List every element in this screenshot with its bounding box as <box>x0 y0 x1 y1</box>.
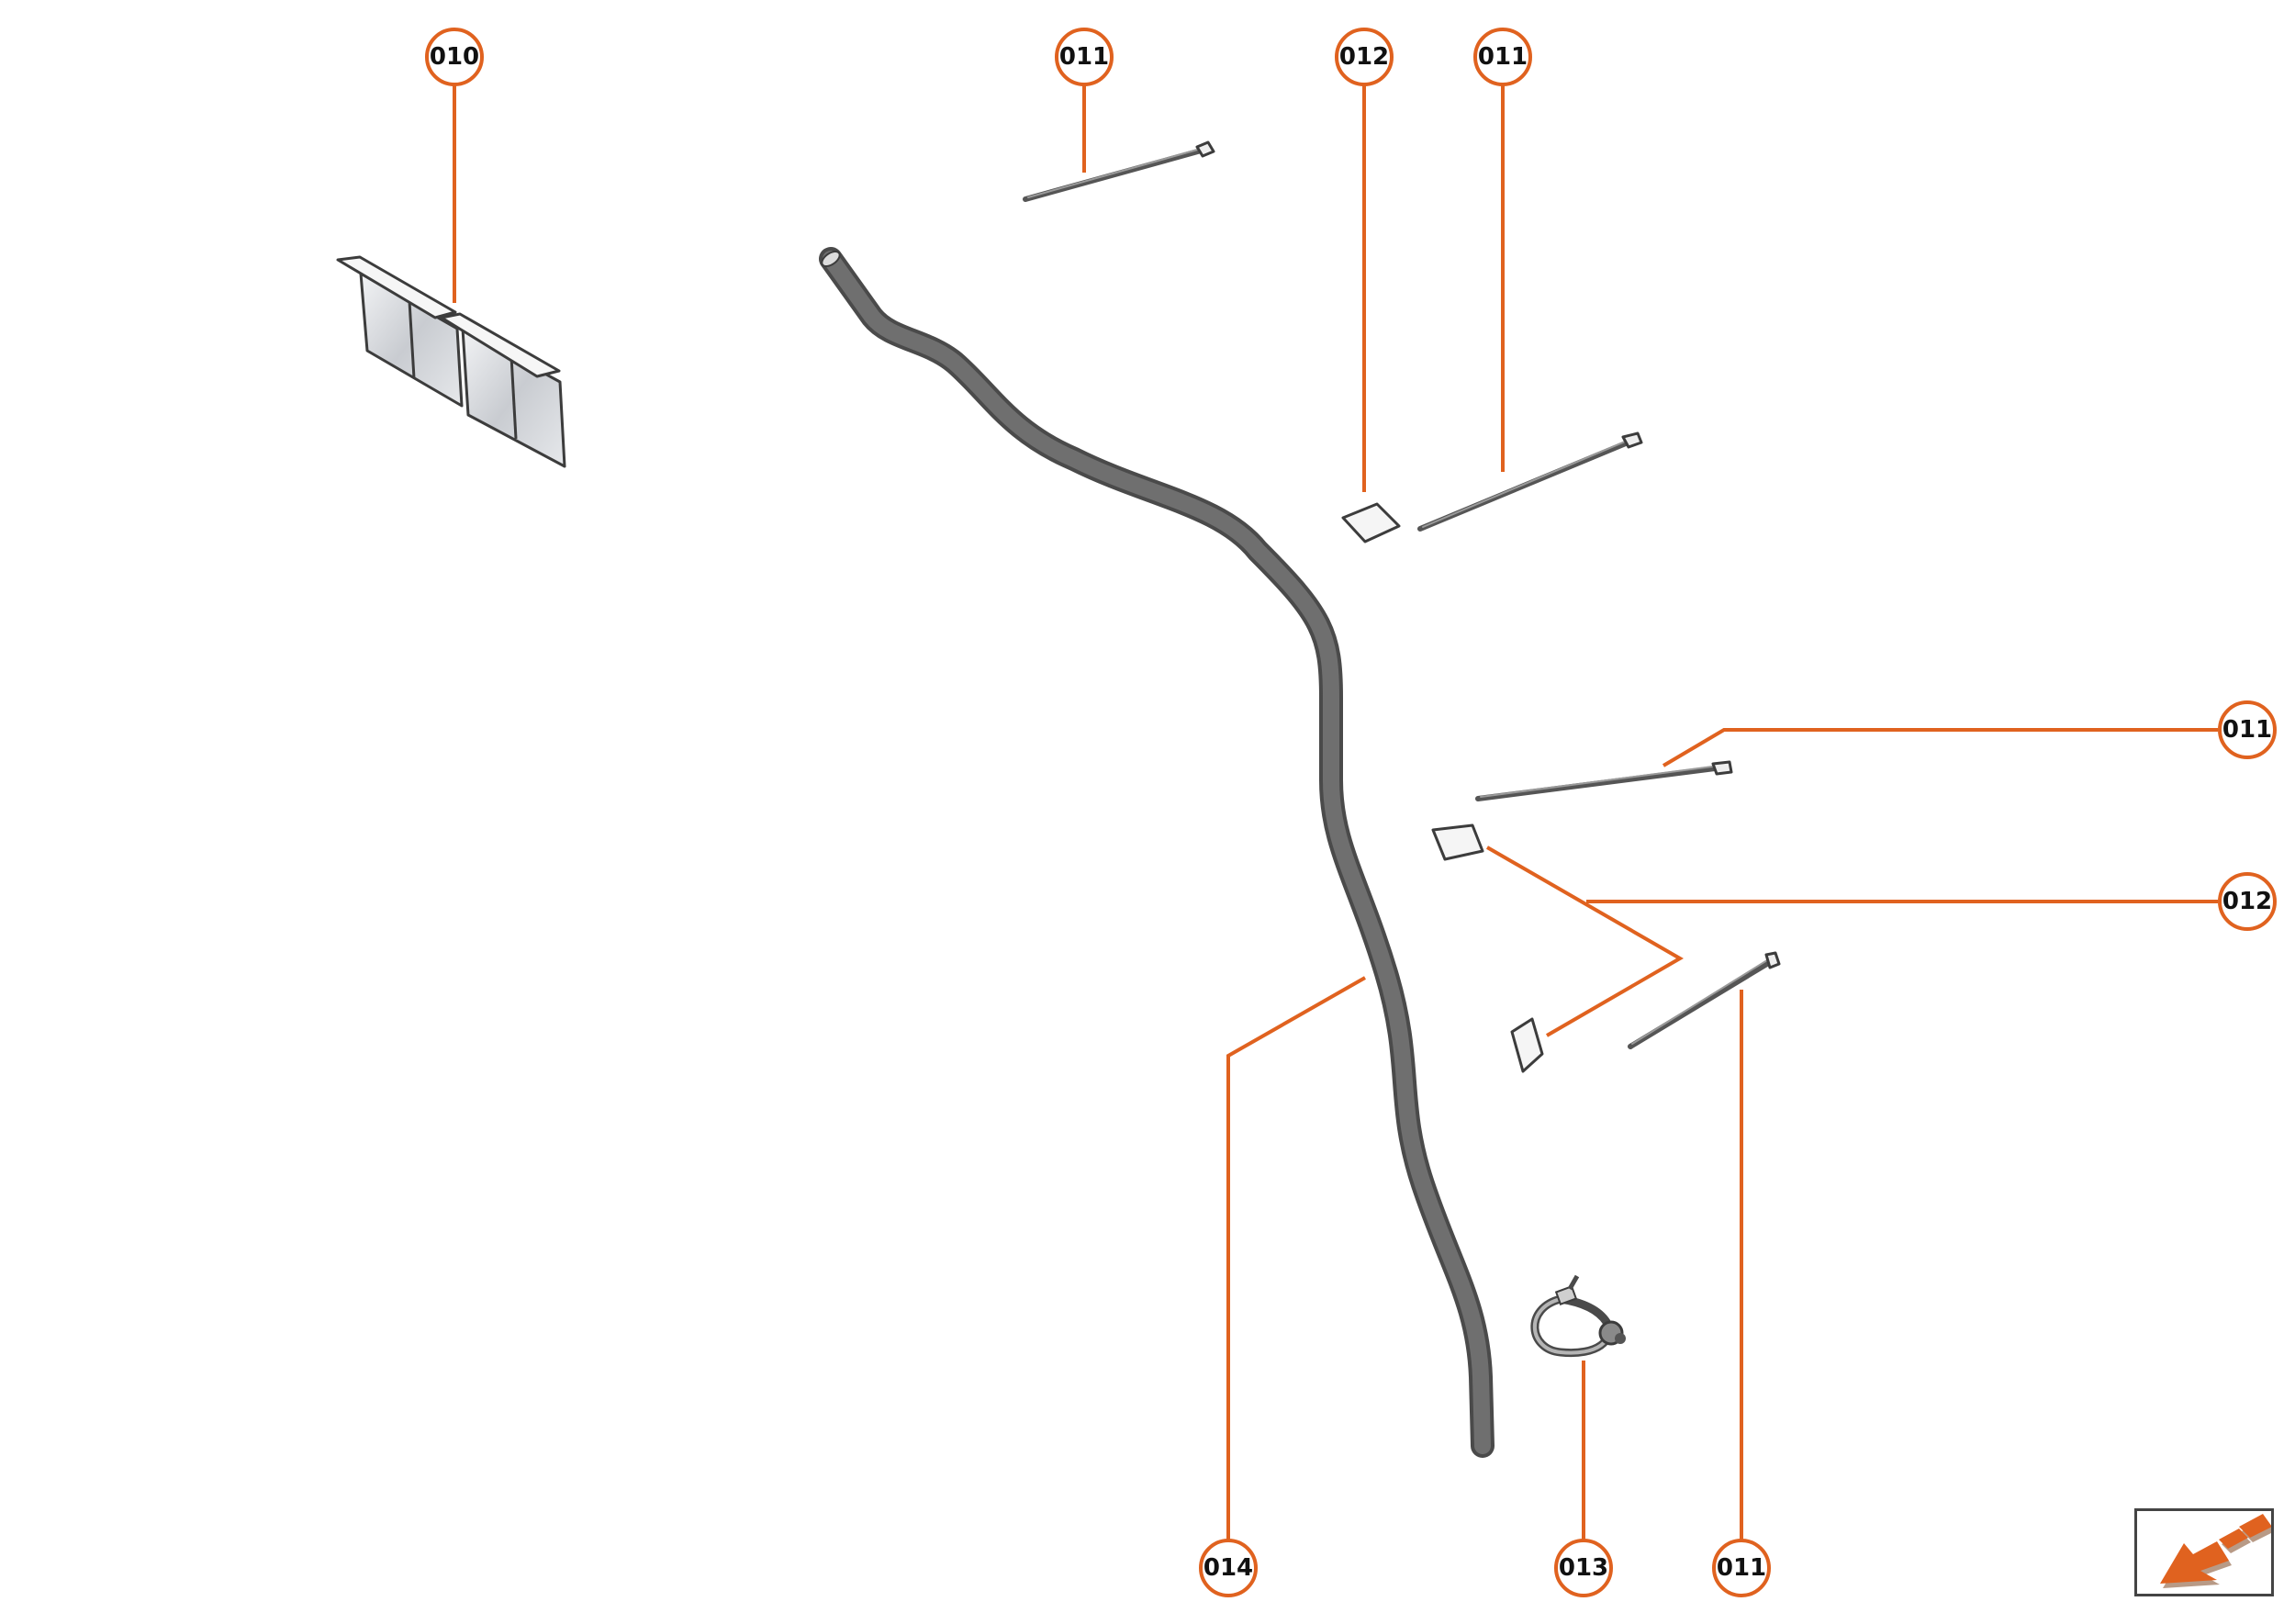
mud-flap-part <box>336 255 566 468</box>
cable-tie-top-b <box>1417 431 1643 532</box>
callout-label: 012 <box>1339 43 1389 71</box>
callout-label: 011 <box>1717 1554 1766 1582</box>
leader-011-right <box>1662 728 2218 767</box>
callout-label: 012 <box>2222 888 2272 915</box>
adhesive-pad-middle <box>1431 823 1484 861</box>
mud-flap-left-rail <box>336 255 457 319</box>
leader-012-branch <box>1486 846 1684 1037</box>
leader-014 <box>1226 976 1366 1540</box>
callout-011-top-b[interactable]: 011 <box>1473 28 1532 86</box>
direction-nav-button[interactable] <box>2134 1508 2275 1596</box>
direction-arrow-icon <box>2160 1514 2275 1588</box>
hose-part <box>819 247 1495 1458</box>
callout-011-right[interactable]: 011 <box>2218 700 2277 759</box>
callout-011-top-a[interactable]: 011 <box>1055 28 1114 86</box>
callout-013-bottom[interactable]: 013 <box>1554 1539 1613 1597</box>
callout-label: 011 <box>1059 43 1109 71</box>
cable-tie-top-a <box>1023 140 1215 202</box>
callout-label: 011 <box>1478 43 1528 71</box>
callout-011-bottom[interactable]: 011 <box>1712 1539 1771 1597</box>
cable-tie-lower <box>1628 951 1781 1049</box>
callout-label: 013 <box>1559 1554 1608 1582</box>
hose-clamp-part <box>1530 1274 1626 1358</box>
callout-label: 010 <box>430 43 479 71</box>
callout-label: 014 <box>1203 1554 1253 1582</box>
callout-010-top[interactable]: 010 <box>425 28 484 86</box>
callout-012-right[interactable]: 012 <box>2218 872 2277 931</box>
leader-lines <box>453 84 2218 1540</box>
cable-tie-middle <box>1475 760 1733 801</box>
callout-014-bottom[interactable]: 014 <box>1199 1539 1258 1597</box>
adhesive-pad-lower <box>1510 1017 1544 1073</box>
callout-012-top[interactable]: 012 <box>1335 28 1394 86</box>
adhesive-pad-top <box>1341 502 1401 543</box>
callout-label: 011 <box>2222 716 2272 744</box>
mud-flap-right-rail <box>440 312 561 378</box>
